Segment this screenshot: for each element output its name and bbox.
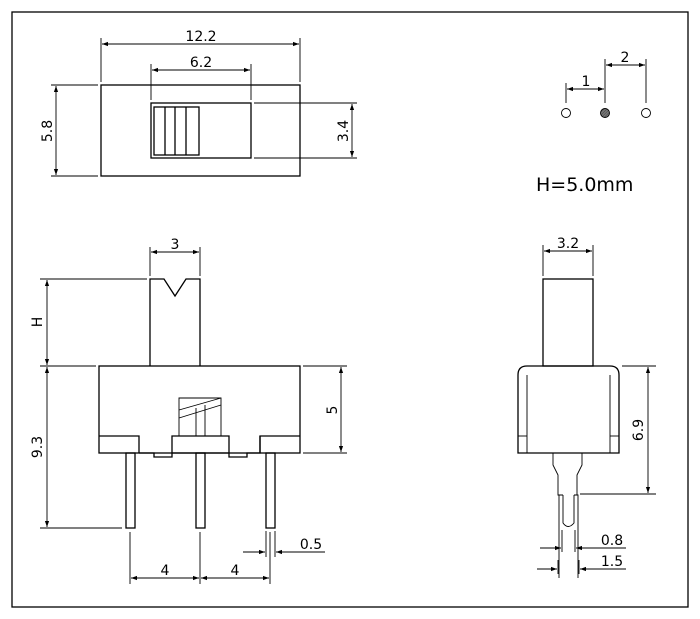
dim-width-label: 12.2 bbox=[185, 29, 216, 45]
side-pin bbox=[552, 453, 583, 578]
pin-hole-left bbox=[561, 108, 571, 118]
front-view: 3 H 9.3 5 4 4 0.5 bbox=[30, 237, 347, 584]
pitch-1-label: 1 bbox=[582, 74, 591, 90]
dim-pin-width-label: 0.8 bbox=[601, 533, 623, 549]
side-view: 3.2 6.9 0.8 1.5 bbox=[517, 236, 656, 578]
dim-pitch-right-label: 4 bbox=[231, 563, 240, 579]
top-slot-outline bbox=[150, 102, 252, 159]
top-view: 12.2 6.2 5.8 3.4 bbox=[40, 29, 357, 177]
front-internal-slider bbox=[178, 397, 222, 436]
top-body-outline bbox=[100, 84, 301, 177]
slider-knob bbox=[153, 106, 200, 156]
side-actuator bbox=[542, 278, 594, 367]
side-body bbox=[517, 365, 620, 454]
dim-actuator-height-label: H bbox=[30, 317, 46, 328]
dim-pin-outer-width-label: 1.5 bbox=[601, 554, 623, 570]
height-note: H=5.0mm bbox=[536, 174, 633, 196]
front-body bbox=[98, 365, 301, 454]
pin-hole-common bbox=[600, 108, 610, 118]
dim-width-lines bbox=[51, 38, 357, 177]
dim-side-body-height-label: 6.9 bbox=[631, 419, 647, 441]
dim-slot-height-label: 3.4 bbox=[336, 120, 352, 142]
pin-layout: 1 2 bbox=[561, 50, 651, 118]
side-body-details bbox=[518, 375, 619, 453]
dim-pitch-left-label: 4 bbox=[161, 563, 170, 579]
dim-height-label: 5.8 bbox=[40, 120, 56, 142]
pitch-2-label: 2 bbox=[621, 50, 630, 66]
front-pin-left bbox=[125, 452, 136, 529]
drawing-frame bbox=[11, 11, 689, 608]
front-pin-right bbox=[265, 452, 276, 529]
dim-total-height-label: 9.3 bbox=[30, 436, 46, 458]
dim-pin-thickness-label: 0.5 bbox=[300, 537, 322, 553]
front-base-lugs bbox=[99, 435, 300, 458]
dim-actuator-width-label: 3 bbox=[171, 237, 180, 253]
pin-hole-right bbox=[641, 108, 651, 118]
front-pin-middle bbox=[195, 452, 206, 529]
dim-slot-width-label: 6.2 bbox=[190, 55, 212, 71]
dim-side-actuator-width-label: 3.2 bbox=[557, 236, 579, 252]
dim-body-height-label: 5 bbox=[325, 406, 341, 415]
front-actuator bbox=[149, 278, 201, 366]
